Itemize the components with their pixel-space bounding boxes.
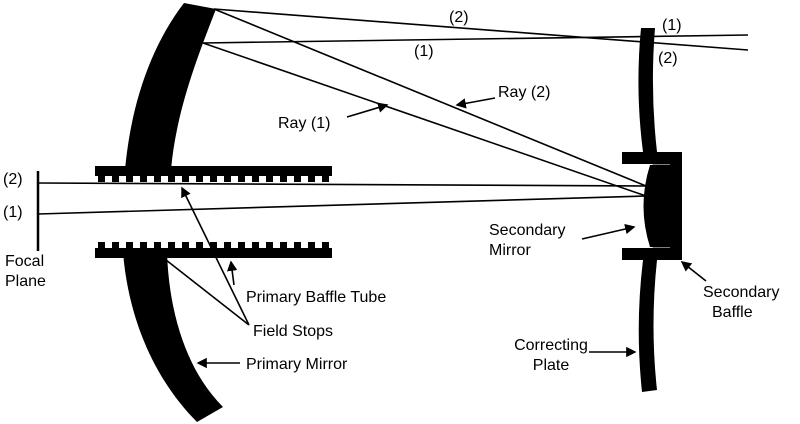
secondary-baffle-arrow — [680, 261, 707, 282]
primary-to-secondary-ray-1-line — [202, 42, 647, 197]
correcting-plate-label-line2: Plate — [533, 357, 570, 374]
ray-1-pointer-arrow — [346, 102, 389, 118]
primary-to-secondary-ray-2-line — [213, 8, 647, 187]
secondary-mirror-label-line1: Secondary — [489, 222, 566, 239]
secondary-baffle-label-line2: Baffle — [712, 304, 753, 321]
incoming-ray-1-line — [202, 34, 749, 44]
ray-2-label: Ray (2) — [498, 84, 550, 101]
primary-mirror-top — [125, 3, 216, 170]
ray-2-right-tag: (2) — [658, 50, 678, 67]
field-stops-label: Field Stops — [253, 323, 333, 340]
secondary-baffle-label-line1: Secondary — [703, 284, 780, 301]
ray-2-top-tag: (2) — [449, 9, 469, 26]
focal-ray-1-tag: (1) — [3, 204, 23, 221]
correcting-plate-bottom — [638, 260, 657, 392]
ray-1-right-tag: (1) — [662, 17, 682, 34]
correcting-plate-label-line1: Correcting — [514, 337, 588, 354]
primary-baffle-tube-label: Primary Baffle Tube — [246, 289, 386, 306]
secondary-to-focal-ray-1-line — [37, 195, 647, 215]
field-stops-top-teeth — [98, 176, 329, 182]
secondary-baffle-shape — [622, 152, 682, 260]
primary-mirror-label: Primary Mirror — [246, 356, 348, 373]
secondary-mirror-face — [643, 165, 656, 247]
baffle-tube-top-wall — [95, 166, 332, 176]
ray-1-label: Ray (1) — [278, 115, 330, 132]
primary-baffle-tube-arrow — [226, 260, 238, 286]
secondary-mirror-label-line2: Mirror — [489, 242, 531, 259]
primary-mirror-bottom — [123, 252, 223, 422]
ray-2-pointer-arrow — [455, 97, 496, 109]
secondary-mirror-arrow — [581, 223, 636, 240]
field-stops-arrow-top — [181, 186, 250, 326]
field-stops-bottom-teeth — [98, 242, 329, 248]
focal-plane-label-line2: Plane — [5, 273, 46, 290]
incoming-ray-2-line — [213, 8, 749, 51]
correcting-plate-top — [638, 28, 657, 152]
focal-plane-label-line1: Focal — [5, 253, 44, 270]
focal-ray-2-tag: (2) — [3, 171, 23, 188]
ray-1-top-tag: (1) — [414, 43, 434, 60]
field-stops-arrow-bottom — [150, 248, 250, 326]
secondary-to-focal-ray-2-line — [37, 182, 647, 187]
